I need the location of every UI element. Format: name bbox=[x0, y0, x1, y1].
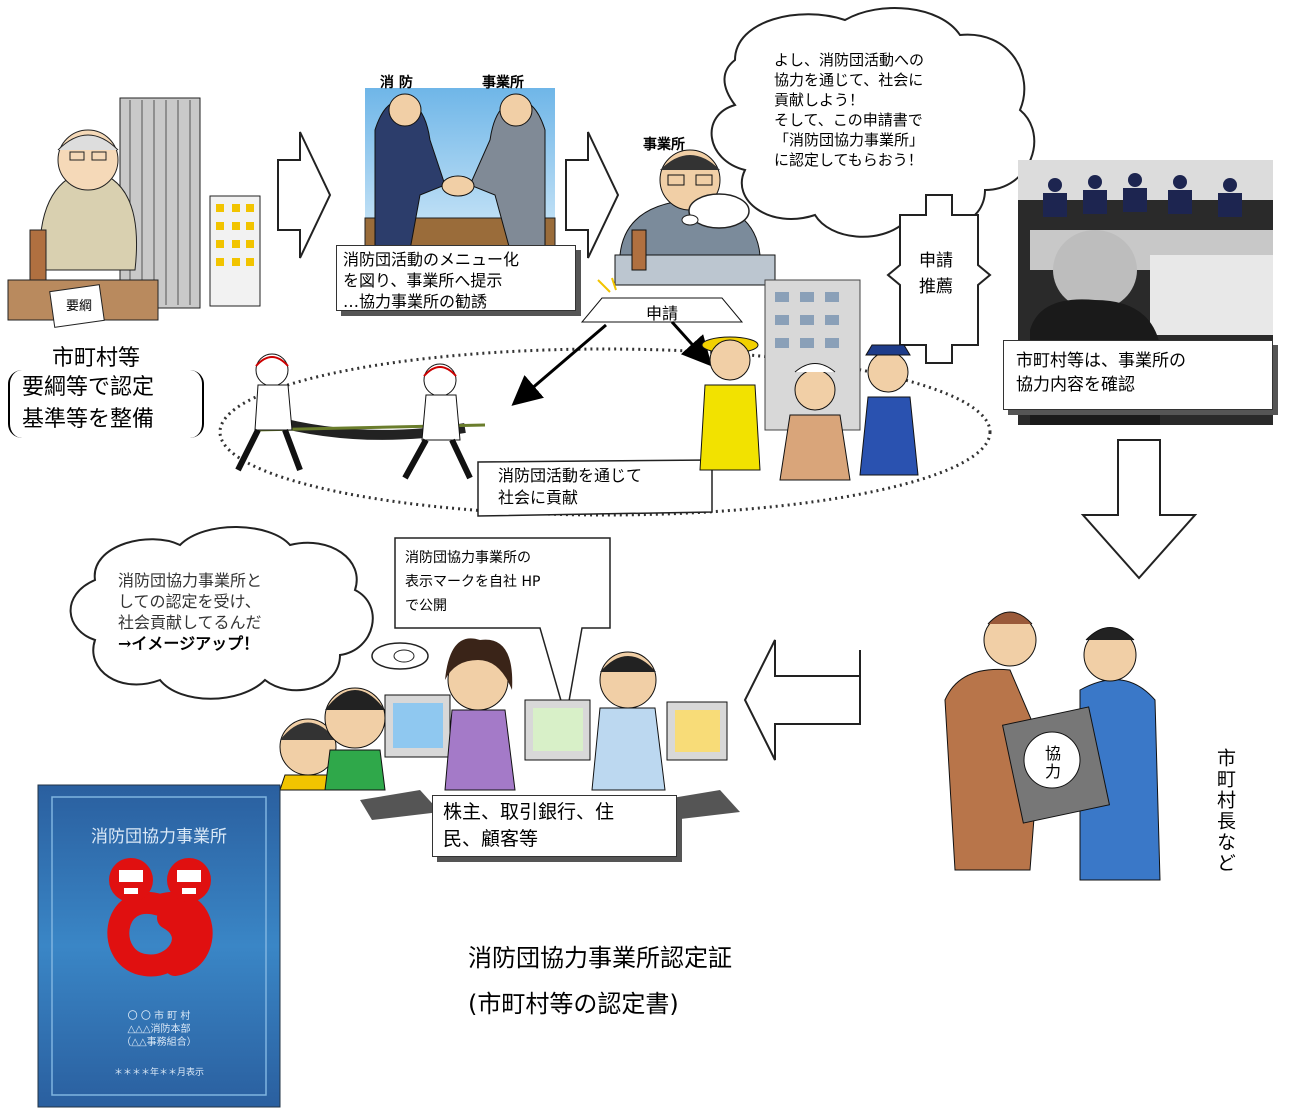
flow-arrow-2 bbox=[565, 131, 620, 259]
publicity-bubble-line-4: →イメージアップ！ bbox=[118, 634, 260, 653]
stretcher-illustration bbox=[235, 353, 486, 480]
exchange-text: 申請 推薦 bbox=[919, 248, 953, 300]
review-desc-box: 市町村等は、事業所の 協力内容を確認 bbox=[1003, 340, 1273, 410]
office-bubble-line-4: そして、この申請書で bbox=[774, 111, 923, 129]
certificate-caption-line-1: 消防団協力事業所認定証 bbox=[468, 944, 732, 972]
flow-arrow-left bbox=[743, 639, 861, 761]
publicity-thought-bubble bbox=[69, 526, 374, 700]
audience-box: 株主、取引銀行、住 民、顧客等 bbox=[432, 795, 677, 857]
publicity-callout-line-3: で公開 bbox=[405, 598, 447, 614]
fire-brigade-mark bbox=[107, 858, 213, 977]
office-bubble-line-1: よし、消防団活動への bbox=[774, 51, 925, 69]
audience-line-2: 民、顧客等 bbox=[443, 828, 539, 850]
municipality-guideline-tag: 要綱 bbox=[66, 299, 93, 314]
review-desc-line-1: 市町村等は、事業所の bbox=[1016, 351, 1186, 371]
flow-arrow-1 bbox=[277, 131, 332, 259]
municipality-title: 市町村等 bbox=[52, 346, 141, 371]
audience-line-1: 株主、取引銀行、住 bbox=[443, 801, 615, 823]
certificate-card bbox=[37, 784, 281, 1108]
fire-office-label: 事業所 bbox=[482, 75, 524, 91]
fire-office-desc-line-2: を図り、事業所へ提示 bbox=[343, 271, 503, 290]
certificate-caption: 消防団協力事業所認定証 (市町村等の認定書) bbox=[468, 935, 732, 1027]
meeting-photo bbox=[1018, 160, 1273, 425]
fire-office-desc-line-3: …協力事業所の勧誘 bbox=[343, 292, 488, 311]
publicity-bubble-line-2: しての認定を受け、 bbox=[118, 592, 261, 611]
activity-scroll-text: 消防団活動を通じて 社会に貢献 bbox=[498, 465, 642, 509]
publicity-bubble-line-3: 社会貢献してるんだ bbox=[118, 613, 262, 632]
certificate-date: ＊＊＊＊年＊＊月表示 bbox=[113, 1068, 204, 1078]
handshake-illustration bbox=[364, 88, 556, 251]
activity-scroll-line-1: 消防団活動を通じて bbox=[498, 466, 643, 485]
activity-ellipse bbox=[218, 347, 992, 517]
application-tag: 申請 bbox=[646, 304, 679, 323]
office-bubble-line-3: 貢献しよう！ bbox=[774, 91, 865, 109]
certificate-caption-line-2: (市町村等の認定書) bbox=[468, 990, 679, 1018]
certificate-issuer-line-2: △△△消防本部 bbox=[127, 1024, 191, 1035]
publicity-callout-line-2: 表示マークを自社 HP bbox=[405, 574, 541, 590]
office-bubble-line-6: に認定してもらおう！ bbox=[774, 151, 923, 169]
municipality-desc-line-2: 基準等を整備 bbox=[22, 407, 155, 432]
exchange-double-arrow bbox=[886, 194, 992, 364]
activity-scroll-line-2: 社会に貢献 bbox=[498, 488, 579, 507]
office-manager-illustration bbox=[580, 149, 776, 323]
office-bubble-line-2: 協力を通じて、社会に bbox=[774, 71, 924, 89]
volunteers-illustration bbox=[699, 279, 919, 481]
certification-badge-text: 協力 bbox=[1044, 744, 1061, 781]
publicity-callout-line-1: 消防団協力事業所の bbox=[405, 550, 531, 566]
certificate-issuer-line-3: （△△事務組合） bbox=[121, 1037, 197, 1048]
pointer-arrow-left bbox=[511, 323, 607, 406]
pointer-arrow-right bbox=[670, 320, 713, 367]
municipality-desc-line-1: 要綱等で認定 bbox=[22, 375, 155, 400]
publicity-bubble-text: 消防団協力事業所と しての認定を受け、 社会貢献してるんだ →イメージアップ！ bbox=[118, 570, 262, 654]
exchange-line-2: 推薦 bbox=[919, 277, 953, 297]
fire-label: 消 防 bbox=[380, 75, 413, 91]
municipality-desc: 要綱等で認定 基準等を整備 bbox=[22, 372, 154, 436]
municipality-illustration bbox=[7, 97, 261, 328]
office-thought-bubble bbox=[710, 7, 1036, 238]
office-label: 事業所 bbox=[643, 137, 685, 153]
municipality-bracket bbox=[8, 370, 204, 438]
exchange-line-1: 申請 bbox=[919, 251, 953, 271]
fire-office-desc-box: 消防団活動のメニュー化 を図り、事業所へ提示 …協力事業所の勧誘 bbox=[336, 245, 576, 311]
certification-illustration bbox=[944, 611, 1161, 881]
review-desc-line-2: 協力内容を確認 bbox=[1016, 375, 1135, 395]
certification-side-label: 市町村長など bbox=[1214, 748, 1236, 874]
publicity-callout-text: 消防団協力事業所の 表示マークを自社 HP で公開 bbox=[405, 546, 540, 618]
family-computers-illustration bbox=[279, 638, 740, 820]
fire-office-desc-line-1: 消防団活動のメニュー化 bbox=[343, 250, 520, 269]
activity-scroll bbox=[477, 459, 713, 517]
publicity-bubble-line-1: 消防団協力事業所と bbox=[118, 571, 263, 590]
certificate-issuer: 〇 〇 市 町 村 △△△消防本部 （△△事務組合） bbox=[38, 1010, 280, 1049]
flow-arrow-down bbox=[1080, 439, 1198, 580]
certificate-title: 消防団協力事業所 bbox=[91, 827, 227, 847]
office-bubble-line-5: 「消防団協力事業所」 bbox=[774, 131, 925, 149]
office-bubble-text: よし、消防団活動への 協力を通じて、社会に 貢献しよう！ そして、この申請書で … bbox=[774, 50, 924, 170]
publicity-callout bbox=[394, 537, 611, 719]
certificate-issuer-line-1: 〇 〇 市 町 村 bbox=[127, 1011, 191, 1022]
